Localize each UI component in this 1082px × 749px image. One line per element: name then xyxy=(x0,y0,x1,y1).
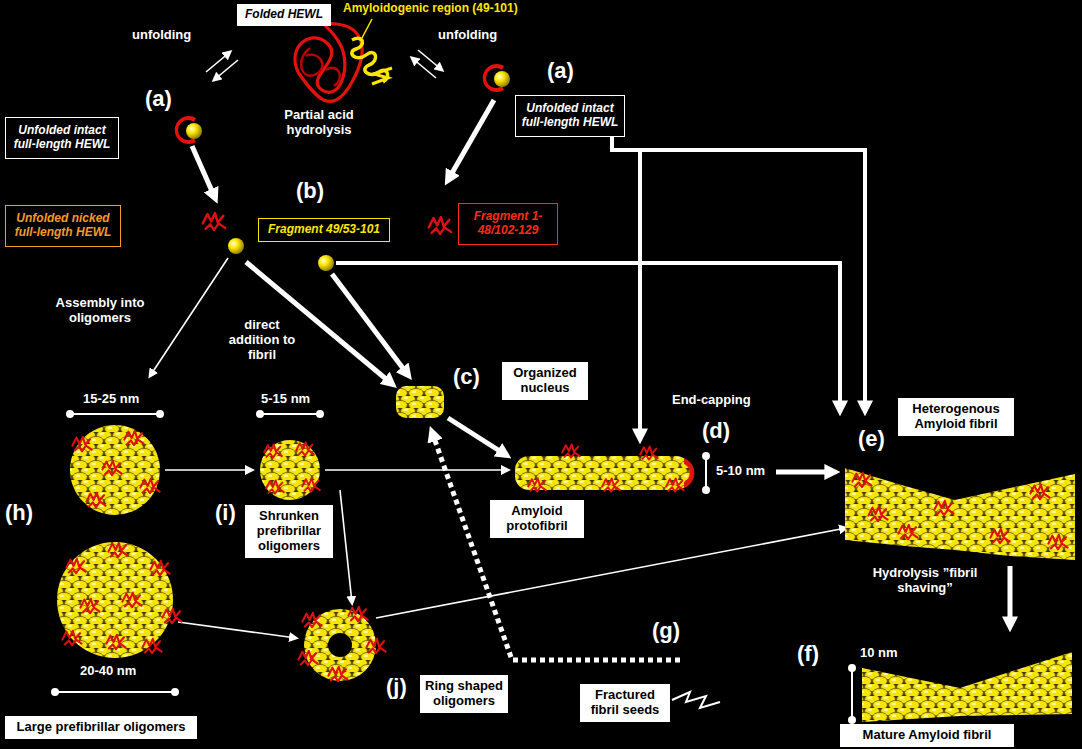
box-text: Unfolded nicked full-length HEWL xyxy=(11,212,115,240)
callout-letter: (h) xyxy=(5,500,33,525)
step-label: unfolding xyxy=(132,28,191,43)
pathway-arrows xyxy=(150,100,1010,708)
callout-letter: (g) xyxy=(652,618,680,643)
box-text: Unfolded intact full-length HEWL xyxy=(11,124,113,152)
leader-line xyxy=(362,19,372,38)
callout-letter: (j) xyxy=(386,674,407,699)
callout-letter: (f) xyxy=(797,641,819,666)
dimension-label: 5-10 nm xyxy=(716,464,765,479)
species-box: Ring shaped oligomers xyxy=(420,675,508,713)
dimension-label: 10 nm xyxy=(860,646,898,661)
box-text: Shrunken prefibrillar oligomers xyxy=(250,509,328,554)
species-box: Shrunken prefibrillar oligomers xyxy=(245,505,333,558)
yellow-fragment xyxy=(228,238,244,254)
species-box: Large prefibrillar oligomers xyxy=(5,716,197,739)
red-fragment xyxy=(203,213,225,230)
step-label: unfolding xyxy=(438,28,497,43)
protofibril xyxy=(515,444,694,491)
dimension-label: 15-25 nm xyxy=(83,392,139,407)
shrunken-oligomer xyxy=(260,440,320,500)
callout-letter: (a) xyxy=(145,86,172,111)
state-box: Unfolded intact full-length HEWL xyxy=(515,95,625,137)
callout-letter: (c) xyxy=(453,364,480,389)
ring-oligomer xyxy=(298,607,385,681)
callout-letter: (d) xyxy=(702,418,730,443)
callout-letter: (e) xyxy=(858,426,885,451)
state-box: Unfolded nicked full-length HEWL xyxy=(5,205,121,247)
large-oligomer xyxy=(57,542,182,658)
box-text: Mature Amyloid fibril xyxy=(845,728,1009,743)
species-box: Fractured fibril seeds xyxy=(580,684,670,722)
box-text: Organized nucleus xyxy=(507,366,583,396)
step-label: direct addition to fibril xyxy=(222,318,302,363)
dimension-bar xyxy=(52,411,855,723)
box-text: Fragment 49/53-101 xyxy=(264,223,384,237)
fragment-box: Fragment 1-48/102-129 xyxy=(458,203,558,245)
box-text: Fragment 1-48/102-129 xyxy=(464,210,552,238)
dimension-label: 20-40 nm xyxy=(80,664,136,679)
fragment-box: Fragment 49/53-101 xyxy=(258,218,390,242)
region-label: Amyloidogenic region (49-101) xyxy=(343,2,518,16)
equilibrium-arrows xyxy=(206,50,442,80)
species-box: Organized nucleus xyxy=(502,362,588,400)
dimension-label: 5-15 nm xyxy=(261,392,310,407)
box-text: Folded HEWL xyxy=(242,8,326,22)
box-text: Fractured fibril seeds xyxy=(585,688,665,718)
state-box: Unfolded intact full-length HEWL xyxy=(5,117,119,159)
callout-letter: (a) xyxy=(547,58,574,83)
heterogenous-fibril xyxy=(845,468,1075,560)
unfolded-icon xyxy=(175,116,202,144)
callout-letter: (i) xyxy=(215,500,236,525)
mature-fibril xyxy=(862,652,1072,722)
folded-protein xyxy=(295,23,392,101)
step-label: Partial acid hydrolysis xyxy=(278,108,360,138)
species-box: Heterogenous Amyloid fibril xyxy=(898,398,1014,436)
box-text: Heterogenous Amyloid fibril xyxy=(903,402,1009,432)
box-text: Unfolded intact full-length HEWL xyxy=(521,102,619,130)
box-text: Ring shaped oligomers xyxy=(425,679,503,709)
box-text: Amyloid protofibril xyxy=(495,504,579,534)
state-box: Folded HEWL xyxy=(237,4,331,26)
step-label: End-capping xyxy=(672,393,751,408)
yellow-fragment xyxy=(318,255,334,271)
unfolded-icon xyxy=(483,64,510,92)
box-text: Large prefibrillar oligomers xyxy=(10,720,192,735)
nucleus xyxy=(396,386,444,418)
species-box: Mature Amyloid fibril xyxy=(840,724,1014,747)
step-label: Assembly into oligomers xyxy=(42,296,158,326)
callout-letter: (b) xyxy=(296,178,324,203)
prefibrillar-oligomer xyxy=(70,425,160,515)
red-fragment xyxy=(429,217,451,234)
step-label: Hydrolysis ”fibril shaving” xyxy=(852,566,998,596)
species-box: Amyloid protofibril xyxy=(490,500,584,538)
